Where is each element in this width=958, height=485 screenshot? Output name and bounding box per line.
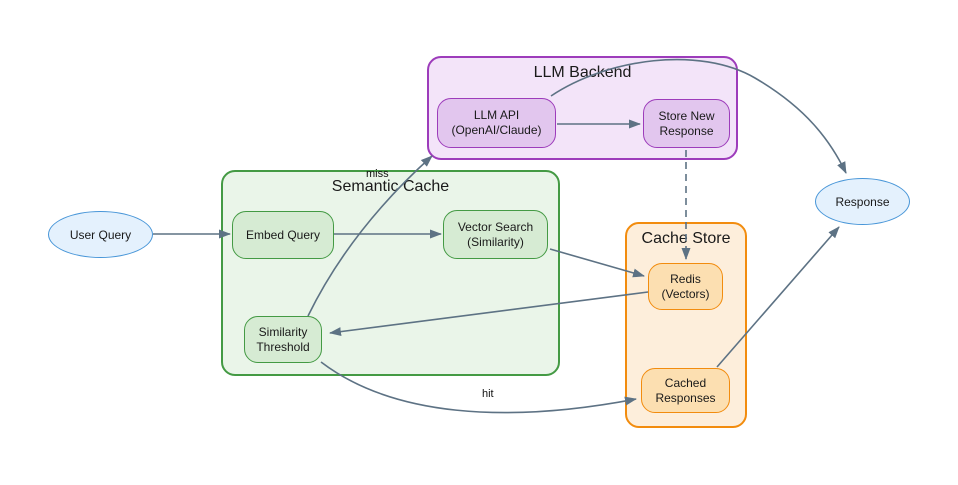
- node-redis-vectors-label: Redis (Vectors): [661, 271, 710, 301]
- edge-redis-to-similarity-threshold: [329, 291, 649, 337]
- edge-label-miss: miss: [366, 168, 389, 180]
- node-similarity-threshold: Similarity Threshold: [244, 316, 322, 363]
- edge-vector-search-to-redis: [549, 248, 645, 278]
- node-redis-vectors: Redis (Vectors): [648, 263, 723, 310]
- node-llm-api: LLM API (OpenAI/Claude): [437, 98, 556, 148]
- node-store-new-response: Store New Response: [643, 99, 730, 148]
- node-response-label: Response: [835, 194, 890, 209]
- node-cached-responses-label: Cached Responses: [655, 375, 716, 405]
- node-similarity-threshold-label: Similarity Threshold: [256, 324, 310, 354]
- node-store-new-response-label: Store New Response: [658, 108, 715, 138]
- node-embed-query-label: Embed Query: [245, 227, 321, 242]
- node-embed-query: Embed Query: [232, 211, 334, 259]
- edge-label-hit: hit: [482, 388, 494, 400]
- edge-similarity-threshold-to-cached-responses-hit: [320, 361, 637, 414]
- edge-similarity-threshold-to-llm-api-miss: [307, 155, 433, 317]
- node-vector-search: Vector Search (Similarity): [443, 210, 548, 259]
- node-response: Response: [815, 178, 910, 225]
- node-llm-api-label: LLM API (OpenAI/Claude): [451, 108, 542, 137]
- group-title-llm-backend: LLM Backend: [533, 64, 632, 81]
- node-vector-search-label: Vector Search (Similarity): [457, 219, 534, 249]
- edge-cached-responses-to-response: [716, 226, 840, 368]
- node-user-query: User Query: [48, 211, 153, 258]
- node-cached-responses: Cached Responses: [641, 368, 730, 413]
- node-user-query-label: User Query: [69, 227, 132, 242]
- edge-llm-api-to-response: [550, 58, 847, 174]
- group-title-semantic-cache: Semantic Cache: [331, 178, 450, 195]
